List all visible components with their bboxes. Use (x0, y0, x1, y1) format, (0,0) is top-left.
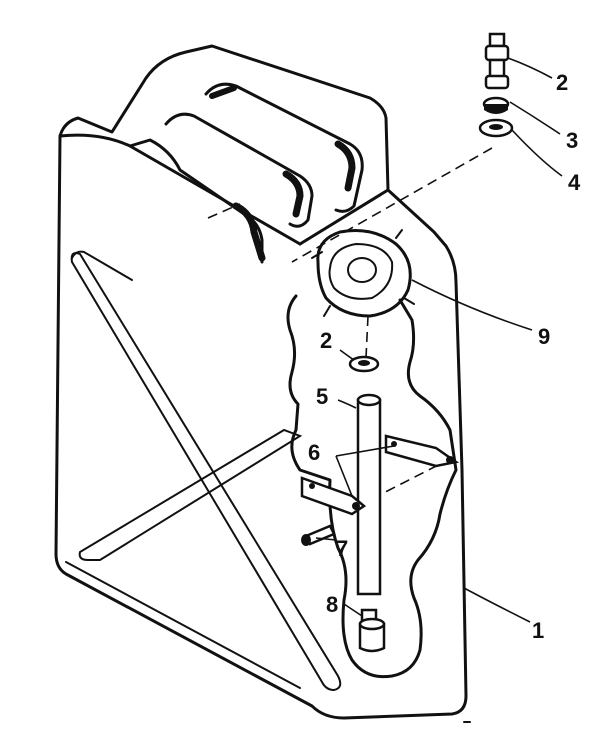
callout-9: 9 (538, 324, 550, 349)
callout-7: 7 (336, 536, 348, 561)
screw-part-7 (301, 524, 336, 546)
nut-part-3 (482, 96, 510, 114)
centerline-top (291, 147, 493, 263)
callout-labels: 2 3 4 9 2 5 6 7 8 1 (308, 70, 581, 643)
callout-2-inner: 2 (320, 328, 332, 353)
fitting-part-2-top (484, 32, 510, 90)
fitting-part-2-inner (348, 355, 380, 373)
washer-part-4 (478, 118, 514, 138)
callout-8: 8 (326, 592, 338, 617)
callout-6: 6 (308, 440, 320, 465)
leader-lines (315, 57, 563, 623)
can-body (54, 44, 468, 720)
tube-part-5 (356, 393, 382, 596)
callout-2-top: 2 (556, 70, 568, 95)
callout-5: 5 (316, 384, 328, 409)
filter-part-8 (358, 608, 386, 653)
callout-4: 4 (568, 170, 581, 195)
callout-1: 1 (532, 618, 544, 643)
centerline-neck (365, 315, 369, 359)
bracket-part-6 (300, 434, 460, 516)
can-handles (128, 82, 364, 264)
callout-3: 3 (566, 128, 578, 153)
filler-neck-part-9 (311, 229, 415, 318)
cutaway-section (286, 294, 458, 679)
